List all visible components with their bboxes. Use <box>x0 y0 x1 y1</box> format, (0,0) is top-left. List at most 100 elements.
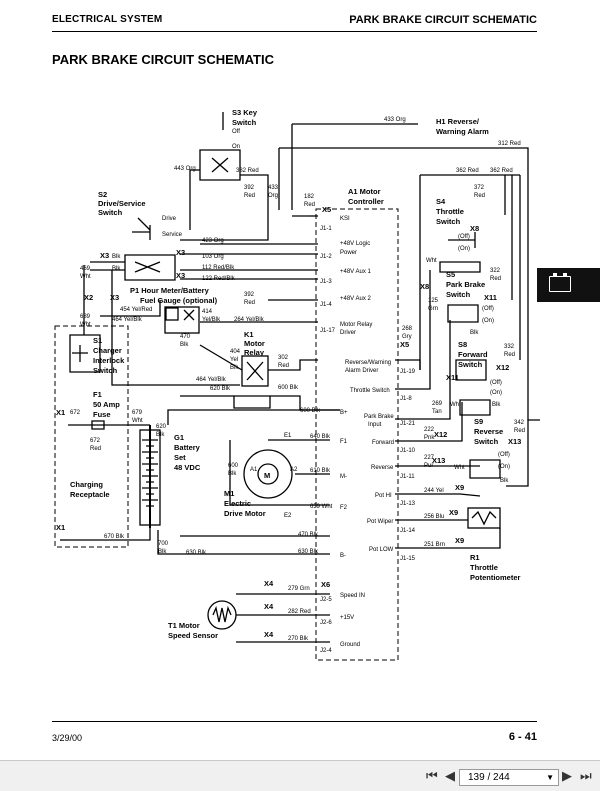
svg-text:Yel: Yel <box>230 357 238 363</box>
svg-text:112 Red/Blk: 112 Red/Blk <box>202 265 235 271</box>
svg-text:X5: X5 <box>322 205 331 214</box>
svg-text:Red: Red <box>278 363 289 369</box>
section-header: ELECTRICAL SYSTEM <box>52 14 163 25</box>
svg-text:Pot Wiper: Pot Wiper <box>367 519 393 525</box>
svg-text:Reverse: Reverse <box>474 427 503 436</box>
svg-text:Red: Red <box>244 300 255 306</box>
svg-text:Wht: Wht <box>132 418 143 424</box>
svg-text:Switch: Switch <box>474 437 499 446</box>
svg-text:103 Org: 103 Org <box>202 254 224 260</box>
svg-text:670 Blk: 670 Blk <box>104 534 125 540</box>
chevron-down-icon: ▼ <box>546 773 554 782</box>
svg-text:Electric: Electric <box>224 499 251 508</box>
svg-text:689: 689 <box>80 314 91 320</box>
svg-text:R1: R1 <box>470 553 480 562</box>
svg-text:Pnk: Pnk <box>424 435 435 441</box>
svg-text:264 Yel/Blk: 264 Yel/Blk <box>234 317 265 323</box>
svg-text:312 Red: 312 Red <box>498 141 521 147</box>
battery-cells <box>142 439 158 507</box>
svg-text:Forward: Forward <box>372 440 394 446</box>
svg-text:Blk: Blk <box>112 266 121 272</box>
motor-relay-contact <box>233 395 271 409</box>
svg-text:Blk: Blk <box>112 254 121 260</box>
svg-text:X3: X3 <box>176 248 185 257</box>
svg-text:392: 392 <box>244 292 255 298</box>
wire-312 <box>279 147 529 420</box>
wire <box>72 345 88 362</box>
svg-text:J1-2: J1-2 <box>320 254 332 260</box>
section-tab <box>537 268 600 302</box>
svg-text:X8: X8 <box>420 282 429 291</box>
svg-text:B-: B- <box>340 553 346 559</box>
svg-text:Alarm Driver: Alarm Driver <box>345 368 378 374</box>
svg-text:Forward: Forward <box>458 350 488 359</box>
svg-text:(Off): (Off) <box>490 380 502 386</box>
svg-text:(On): (On) <box>498 464 510 470</box>
svg-text:Set: Set <box>174 453 186 462</box>
park-brake-schematic: S3 Key Switch Off On H1 Reverse/ Warning… <box>54 108 540 661</box>
svg-text:122 Red/Blk: 122 Red/Blk <box>202 276 236 282</box>
header-rule <box>52 31 537 32</box>
svg-text:(Off): (Off) <box>498 452 510 458</box>
pin-labels: J1-1 J1-2 J1-3 J1-4 J1-17 J1-19 J1-8 J1-… <box>320 226 416 654</box>
svg-text:672: 672 <box>90 438 101 444</box>
svg-text:S2: S2 <box>98 190 107 199</box>
svg-text:48 VDC: 48 VDC <box>174 463 201 472</box>
svg-text:279 Grn: 279 Grn <box>288 586 310 592</box>
svg-text:362 Red: 362 Red <box>490 168 513 174</box>
header-title: PARK BRAKE CIRCUIT SCHEMATIC <box>349 14 537 26</box>
svg-text:X6: X6 <box>321 580 330 589</box>
throttle-switch <box>448 232 476 248</box>
wire <box>189 169 200 230</box>
pdf-viewer-toolbar: ⏮ ◀ 139 / 244 ▼ ▶ ⏭ <box>0 760 600 791</box>
footer-date: 3/29/00 <box>52 733 83 743</box>
svg-text:X13: X13 <box>508 437 521 446</box>
svg-text:454 Yel/Red: 454 Yel/Red <box>120 307 152 313</box>
svg-text:X9: X9 <box>455 483 464 492</box>
svg-text:50 Amp: 50 Amp <box>93 400 120 409</box>
svg-text:S8: S8 <box>458 340 467 349</box>
svg-text:S5: S5 <box>446 270 455 279</box>
hour-meter-gauge <box>164 306 200 334</box>
svg-text:J1-17: J1-17 <box>320 328 336 334</box>
svg-text:302: 302 <box>278 355 289 361</box>
svg-text:J1-14: J1-14 <box>400 528 416 534</box>
svg-text:Receptacle: Receptacle <box>70 490 110 499</box>
previous-page-button[interactable]: ◀ <box>445 768 455 783</box>
wire <box>240 174 269 210</box>
svg-text:600 Blk: 600 Blk <box>278 385 299 391</box>
svg-text:443 Org: 443 Org <box>174 166 196 172</box>
svg-text:Driver: Driver <box>340 330 356 336</box>
charging-receptacle-outline <box>54 325 129 548</box>
svg-text:630 Blk: 630 Blk <box>298 549 319 555</box>
svg-text:X3: X3 <box>176 271 185 280</box>
svg-text:269: 269 <box>432 401 443 407</box>
svg-text:F1: F1 <box>93 390 102 399</box>
svg-text:F2: F2 <box>340 505 348 511</box>
svg-text:600 Blk: 600 Blk <box>300 408 321 414</box>
next-page-button[interactable]: ▶ <box>562 768 572 783</box>
battery-set <box>139 429 161 526</box>
wire <box>395 359 421 370</box>
svg-text:J1-21: J1-21 <box>400 421 416 427</box>
svg-text:Battery: Battery <box>174 443 201 452</box>
last-page-button[interactable]: ⏭ <box>580 768 592 783</box>
svg-text:J1-4: J1-4 <box>320 302 332 308</box>
svg-text:Wht: Wht <box>80 322 91 328</box>
svg-text:Park Brake: Park Brake <box>446 280 485 289</box>
svg-text:J1-3: J1-3 <box>320 279 332 285</box>
svg-text:125: 125 <box>428 298 439 304</box>
svg-text:362 Red: 362 Red <box>456 168 479 174</box>
svg-text:Blk: Blk <box>180 342 189 348</box>
svg-text:Speed IN: Speed IN <box>340 593 365 599</box>
page-select[interactable]: 139 / 244 ▼ <box>459 769 559 786</box>
connector-labels: X3 X3 X3 X3 X2 X1 X1 X5 X5 X6 X4 X4 X4 X… <box>56 205 521 639</box>
first-page-button[interactable]: ⏮ <box>426 768 438 783</box>
wire-251 <box>395 528 501 549</box>
svg-text:M1: M1 <box>224 489 234 498</box>
svg-text:251 Brn: 251 Brn <box>424 542 445 548</box>
svg-text:469: 469 <box>80 266 91 272</box>
wire-labels: 433 Org 312 Red 362 Red 362 Red 443 Org … <box>70 117 525 642</box>
svg-text:600: 600 <box>228 463 239 469</box>
svg-text:X4: X4 <box>264 630 274 639</box>
